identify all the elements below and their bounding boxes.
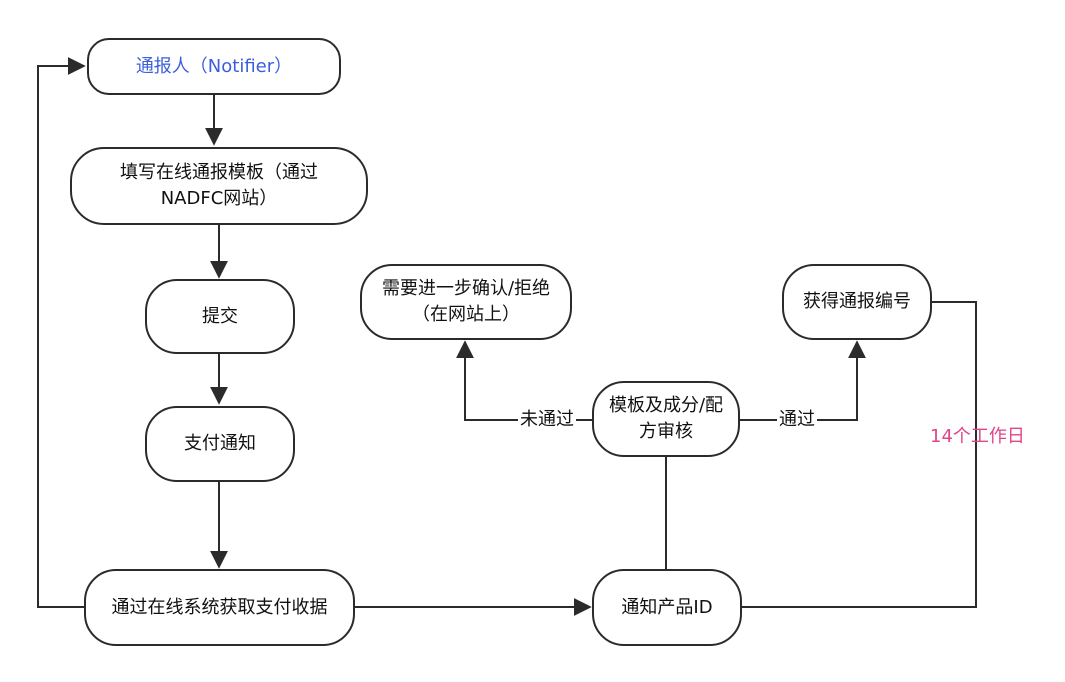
node-need-confirm: 需要进一步确认/拒绝（在网站上）: [360, 264, 572, 340]
node-review-label: 模板及成分/配方审核: [608, 395, 724, 442]
node-submit: 提交: [145, 279, 295, 354]
node-need-confirm-label: 需要进一步确认/拒绝（在网站上）: [381, 278, 551, 325]
arrow-receipt-loop-to-notifier: [37, 57, 86, 608]
node-review: 模板及成分/配方审核: [592, 381, 740, 457]
node-pay-notice: 支付通知: [145, 406, 295, 482]
edge-label-not-passed: 未通过: [518, 409, 576, 431]
node-notifier-label: 通报人（Notifier）: [135, 55, 293, 77]
line-get-number-to-product-id: [742, 301, 977, 608]
node-pay-notice-label: 支付通知: [184, 433, 256, 454]
node-get-number: 获得通报编号: [782, 264, 932, 340]
node-notifier: 通报人（Notifier）: [87, 38, 341, 95]
node-notify-product-id-label: 通知产品ID: [621, 596, 713, 618]
node-submit-label: 提交: [202, 305, 238, 327]
node-notify-product-id: 通知产品ID: [592, 569, 742, 646]
node-fill-template: 填写在线通报模板（通过NADFC网站）: [70, 147, 368, 225]
node-fill-template-label: 填写在线通报模板（通过NADFC网站）: [120, 162, 318, 209]
node-get-number-label: 获得通报编号: [803, 291, 911, 312]
edge-label-passed: 通过: [777, 409, 817, 431]
node-get-receipt-label: 通过在线系统获取支付收据: [111, 596, 328, 618]
edge-label-working-days: 14个工作日: [930, 426, 1025, 447]
node-get-receipt: 通过在线系统获取支付收据: [84, 569, 355, 646]
